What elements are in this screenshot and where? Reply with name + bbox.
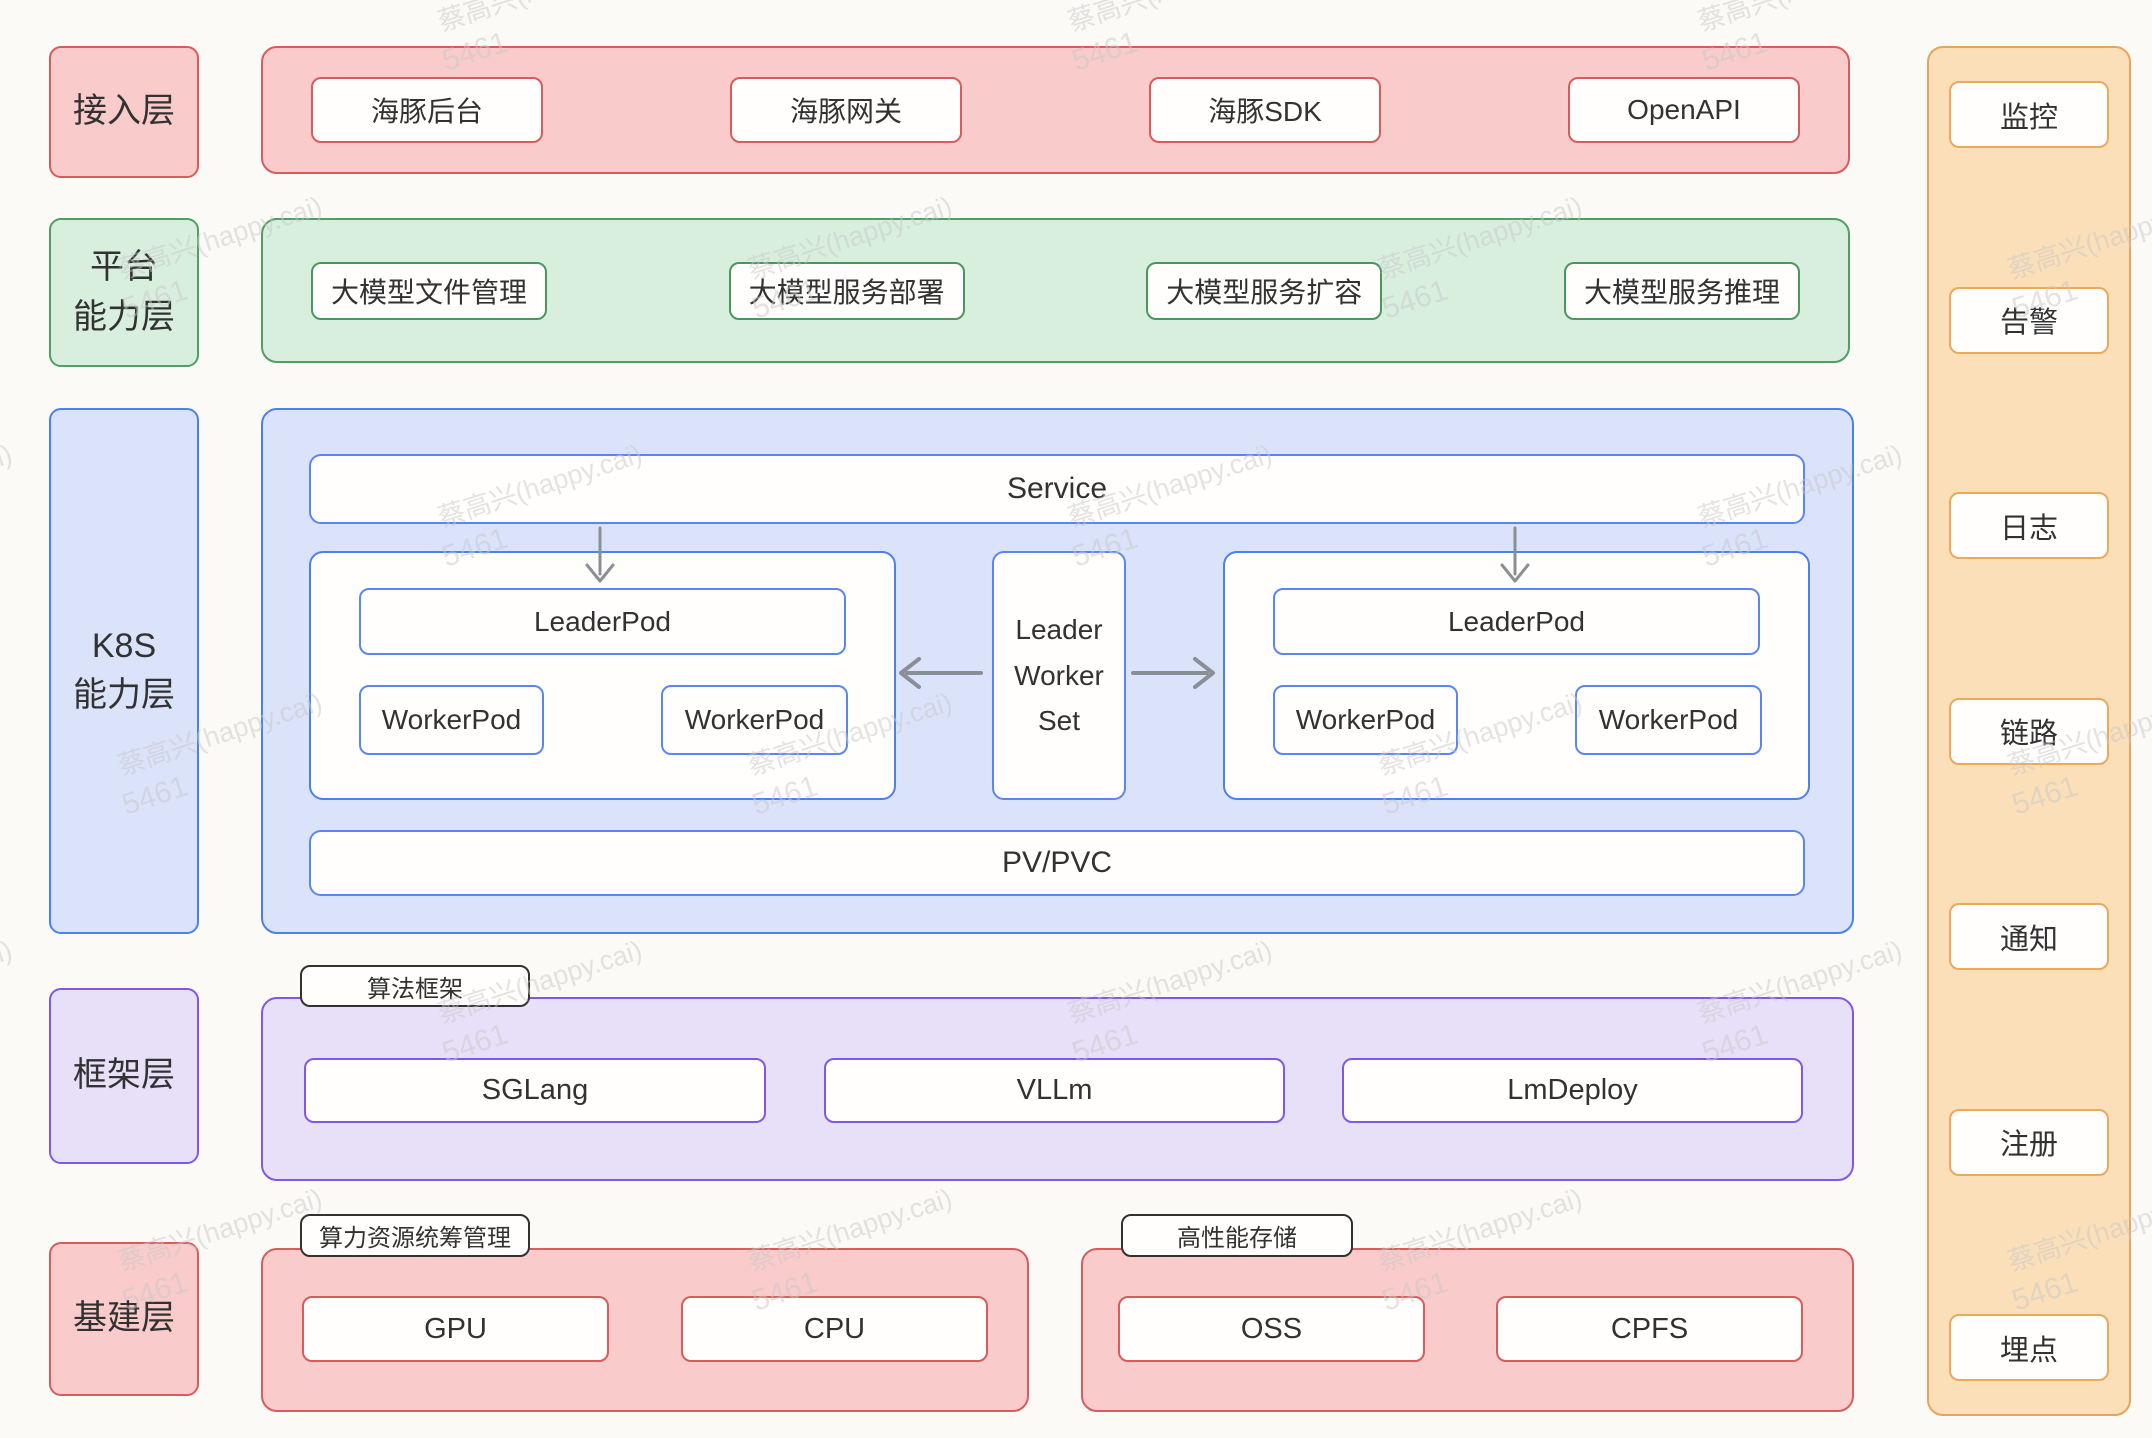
watermark: 蔡高兴(happy.cai)5461 [0,934,16,1030]
box-model-file-mgmt: 大模型文件管理 [311,261,547,320]
sidebar-item-tracing: 链路 [1949,697,2109,765]
lws-line1: Leader [1015,614,1103,646]
layer-label-access-text: 接入层 [73,92,175,131]
box-gpu: GPU [302,1296,609,1362]
watermark: 蔡高兴(happy.cai)5461 [0,438,16,534]
pod-group-left: LeaderPod WorkerPod WorkerPod [309,551,896,800]
box-model-inference: 大模型服务推理 [1563,261,1800,320]
box-leaderpod-left: LeaderPod [359,588,846,655]
layer-label-infra-text: 基建层 [73,1299,175,1338]
layer-label-platform-line1: 平台 [90,248,158,287]
platform-layer-container: 大模型文件管理 大模型服务部署 大模型服务扩容 大模型服务推理 [261,218,1850,363]
sidebar-item-monitoring: 监控 [1949,81,2109,148]
box-workerpod-right-1: WorkerPod [1273,685,1458,755]
layer-label-access: 接入层 [49,46,199,178]
box-pv-pvc: PV/PVC [309,830,1805,896]
box-lmdeploy: LmDeploy [1342,1058,1803,1123]
box-cpfs: CPFS [1496,1296,1803,1362]
box-dolphin-admin: 海豚后台 [311,77,543,143]
infra-compute-container: GPU CPU [261,1248,1029,1412]
watermark: 蔡高兴(happy.cai)5461 [0,0,28,75]
box-dolphin-gateway: 海豚网关 [730,77,962,143]
tab-high-performance-storage: 高性能存储 [1121,1214,1353,1257]
framework-layer-container: SGLang VLLm LmDeploy [261,997,1854,1181]
box-openapi: OpenAPI [1568,77,1800,143]
box-vllm: VLLm [824,1058,1285,1123]
box-workerpod-left-1: WorkerPod [359,685,544,755]
layer-label-k8s: K8S 能力层 [49,408,199,934]
access-layer-container: 海豚后台 海豚网关 海豚SDK OpenAPI [261,46,1850,174]
lws-line3: Set [1037,705,1081,737]
layer-label-framework: 框架层 [49,988,199,1164]
sidebar-item-alerting: 告警 [1949,286,2109,354]
box-cpu: CPU [681,1296,988,1362]
box-sglang: SGLang [304,1058,766,1123]
layer-label-platform: 平台 能力层 [49,218,199,367]
sidebar-item-tracking: 埋点 [1949,1314,2109,1381]
tab-compute-resource-mgmt: 算力资源统筹管理 [300,1214,530,1257]
sidebar-item-registry: 注册 [1949,1108,2109,1176]
layer-label-platform-line2: 能力层 [73,297,175,336]
box-dolphin-sdk: 海豚SDK [1149,77,1381,143]
box-workerpod-right-2: WorkerPod [1575,685,1762,755]
infra-storage-container: OSS CPFS [1081,1248,1854,1412]
pod-group-right: LeaderPod WorkerPod WorkerPod [1223,551,1810,800]
observability-sidebar: 监控 告警 日志 链路 通知 注册 埋点 [1927,46,2131,1416]
lws-line2: Worker [1014,659,1104,691]
k8s-layer-container: Service LeaderPod WorkerPod WorkerPod Le… [261,408,1854,934]
layer-label-k8s-line1: K8S [91,626,157,665]
layer-label-infra: 基建层 [49,1242,199,1396]
tab-algorithm-framework: 算法框架 [300,965,530,1007]
box-workerpod-left-2: WorkerPod [661,685,848,755]
box-model-scale: 大模型服务扩容 [1146,261,1383,320]
box-oss: OSS [1118,1296,1425,1362]
layer-label-framework-text: 框架层 [73,1056,175,1095]
box-model-deploy: 大模型服务部署 [728,261,965,320]
box-leader-worker-set: Leader Worker Set [992,551,1126,800]
box-service: Service [309,454,1805,524]
sidebar-item-notification: 通知 [1949,903,2109,970]
box-leaderpod-right: LeaderPod [1273,588,1760,655]
sidebar-item-logging: 日志 [1949,492,2109,559]
layer-label-k8s-line2: 能力层 [73,676,175,714]
